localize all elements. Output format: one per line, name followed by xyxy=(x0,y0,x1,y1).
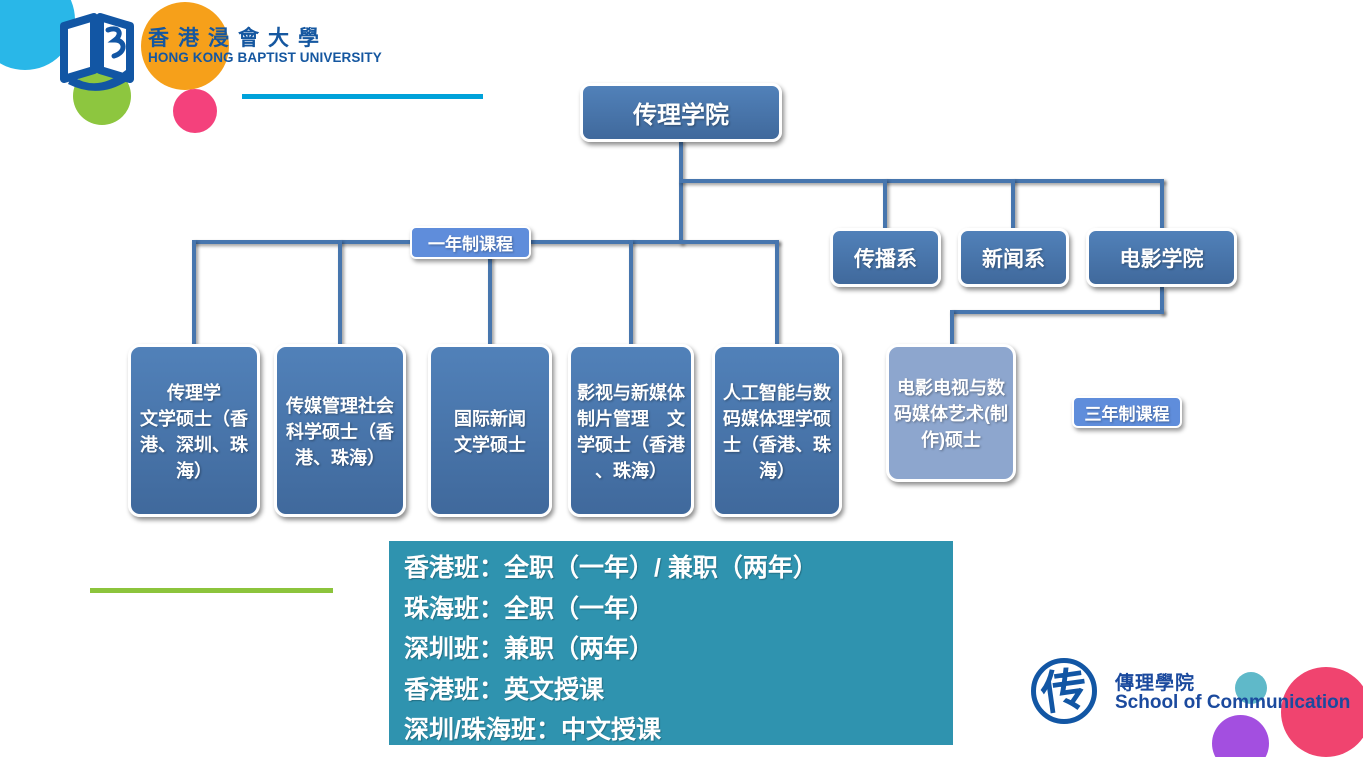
org-node-school-of-communication: 传理学院 xyxy=(580,83,782,142)
org-node-communication-dept: 传播系 xyxy=(830,228,941,287)
connector-film-elbow-down xyxy=(1160,287,1164,314)
org-node-program-film-tv-digital-media-art: 电影电视与数码媒体艺术(制作)硕士 xyxy=(886,344,1016,482)
emblem-character: 传 xyxy=(1037,662,1091,720)
hkbu-university-name-zh: 香港浸會大學 xyxy=(148,27,328,50)
connector-drop-program1 xyxy=(192,240,196,346)
program-info-box: 香港班：全职（一年）/ 兼职（两年） 珠海班：全职（一年） 深圳班：兼职（两年）… xyxy=(389,541,953,745)
school-of-communication-emblem: 传 xyxy=(1031,658,1097,724)
connector-film-elbow-drop xyxy=(950,310,954,346)
org-node-program-ma-communication: 传理学 文学硕士（香港、深圳、珠海） xyxy=(128,344,260,517)
footer-school-name-en: School of Communication xyxy=(1115,692,1351,713)
decor-circle-pink xyxy=(173,89,217,133)
decor-circle-orange xyxy=(141,2,229,90)
divider-green xyxy=(90,588,333,593)
org-node-program-film-tv-newmedia-producing: 影视与新媒体制片管理 文学硕士（香港、珠海） xyxy=(568,344,694,517)
connector-film-elbow-horizontal xyxy=(950,310,1164,314)
decor-circle-teal-small xyxy=(1235,672,1267,704)
connector-drop-program4 xyxy=(629,240,633,346)
info-line-hongkong-english: 香港班：英文授课 xyxy=(404,675,605,704)
connector-right-horizontal xyxy=(679,179,1164,183)
hkbu-university-name-en: HONG KONG BAPTIST UNIVERSITY xyxy=(148,50,382,65)
connector-drop-program5 xyxy=(775,240,779,346)
hkbu-book-icon xyxy=(60,13,134,91)
connector-drop-film-academy xyxy=(1160,179,1164,231)
decor-circle-pink-large xyxy=(1281,667,1363,757)
connector-root-vertical xyxy=(679,140,683,244)
info-line-hongkong-fulltime: 香港班：全职（一年）/ 兼职（两年） xyxy=(404,554,818,582)
info-line-shenzhen-zhuhai-chinese: 深圳/珠海班：中文授课 xyxy=(404,716,661,744)
divider-cyan xyxy=(242,94,483,99)
connector-drop-journalism xyxy=(1011,179,1015,231)
connector-drop-program3 xyxy=(488,240,492,346)
info-line-shenzhen-parttime: 深圳班：兼职（两年） xyxy=(404,635,655,663)
org-node-journalism-dept: 新闻系 xyxy=(958,228,1069,287)
footer-school-name-zh: 傳理學院 xyxy=(1115,673,1196,694)
decor-circle-purple xyxy=(1212,715,1269,757)
org-node-program-media-management: 传媒管理社会科学硕士（香港、珠海） xyxy=(274,344,406,517)
connector-drop-communication xyxy=(883,179,887,231)
org-node-film-academy: 电影学院 xyxy=(1086,228,1237,287)
tag-one-year-program: 一年制课程 xyxy=(410,226,531,259)
info-line-zhuhai-fulltime: 珠海班：全职（一年） xyxy=(404,594,655,623)
org-node-program-ai-digital-media: 人工智能与数码媒体理学硕士（香港、珠海） xyxy=(712,344,842,517)
org-node-program-international-journalism: 国际新闻 文学硕士 xyxy=(428,344,552,517)
connector-drop-program2 xyxy=(338,240,342,346)
tag-three-year-program: 三年制课程 xyxy=(1072,396,1182,428)
